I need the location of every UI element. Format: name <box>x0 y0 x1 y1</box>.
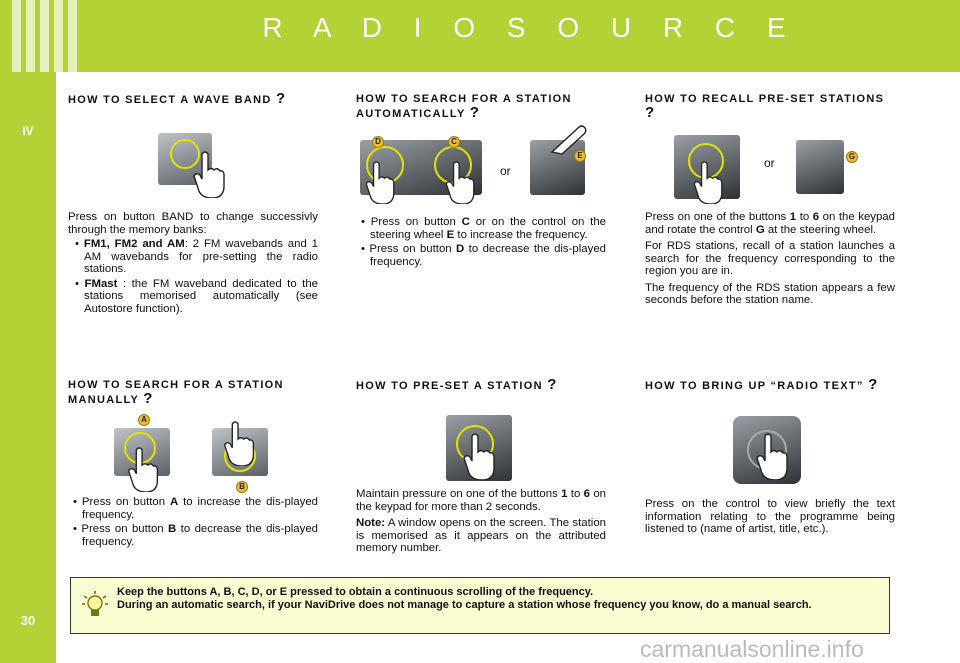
section-preset: How to pre-set a station ? <box>356 376 606 393</box>
auto-search-body: • Press on button C or on the control on… <box>356 214 606 268</box>
list-item: • Press on button A to increase the dis-… <box>73 496 319 521</box>
badge-a: A <box>138 414 150 426</box>
recall-body: Press on one of the buttons 1 to 6 on th… <box>645 211 895 307</box>
tip-text: Keep the buttons A, B, C, D, or E presse… <box>117 586 877 612</box>
or-label: or <box>764 156 775 170</box>
paragraph: Press on the control to view briefly the… <box>645 498 895 535</box>
badge-d: D <box>372 136 384 148</box>
hand-icon <box>550 125 587 155</box>
section-wave-band: How to select a wave band ? <box>68 90 318 107</box>
section-title: How to bring up “Radio Text” ? <box>645 376 879 393</box>
paragraph: For RDS stations, recall of a station la… <box>645 240 895 277</box>
list-item: • Press on button C or on the control on… <box>361 216 607 241</box>
preset-body: Maintain pressure on one of the buttons … <box>356 488 606 555</box>
header-stripe <box>12 0 21 72</box>
section-title: How to pre-set a station ? <box>356 376 558 393</box>
wave-band-intro: Press on button BAND to change successiv… <box>68 211 318 236</box>
paragraph: Note: A window opens on the screen. The … <box>356 517 606 554</box>
list-item: • Press on button D to decrease the dis-… <box>361 243 606 268</box>
side-rail: IV 30 <box>0 72 56 663</box>
auto-search-list: • Press on button C or on the control on… <box>356 216 606 268</box>
pointing-hand-icon <box>756 433 788 480</box>
wave-band-list: • FM1, FM2 and AM: 2 FM wavebands and 1 … <box>68 238 318 315</box>
header-stripe <box>54 0 63 72</box>
section-radio-text: How to bring up “Radio Text” ? <box>645 376 895 393</box>
wave-band-body: Press on button BAND to change successiv… <box>68 211 318 315</box>
or-label: or <box>500 164 511 178</box>
pointing-hand-icon <box>223 421 255 466</box>
tip-line: Keep the buttons A, B, C, D, or E presse… <box>117 586 594 598</box>
paragraph: Maintain pressure on one of the buttons … <box>356 488 606 513</box>
pointing-hand-icon <box>693 161 723 204</box>
badge-b: B <box>236 481 248 493</box>
header-stripe <box>26 0 35 72</box>
pointing-hand-icon <box>463 433 495 480</box>
list-item: • FM1, FM2 and AM: 2 FM wavebands and 1 … <box>75 238 318 275</box>
badge-e: E <box>574 150 586 162</box>
section-recall: How to recall pre-set stations ? <box>645 92 895 121</box>
lightbulb-icon <box>82 591 108 616</box>
manual-list: • Press on button A to increase the dis-… <box>68 496 318 548</box>
section-title: How to select a wave band ? <box>68 90 287 107</box>
pointing-hand-icon <box>193 151 225 198</box>
header-stripe <box>40 0 49 72</box>
section-title: How to search for a station manually ? <box>68 379 284 407</box>
pointing-hand-icon <box>365 161 395 204</box>
page-number: 30 <box>20 613 36 628</box>
watermark: carmanualsonline.info <box>640 636 864 662</box>
paragraph: The frequency of the RDS station appears… <box>645 281 895 307</box>
list-item: • FMast : the FM waveband dedicated to t… <box>75 277 319 315</box>
radio-text-body: Press on the control to view briefly the… <box>645 498 895 536</box>
paragraph: Press on one of the buttons 1 to 6 on th… <box>645 211 895 236</box>
pointing-hand-icon <box>445 161 475 204</box>
section-title: How to search for a station automaticall… <box>356 93 572 121</box>
section-title: How to recall pre-set stations ? <box>645 93 885 121</box>
section-auto-search: How to search for a station automaticall… <box>356 92 606 121</box>
chapter-label: IV <box>22 124 34 138</box>
badge-g: G <box>846 151 858 163</box>
list-item: • Press on button B to decrease the dis-… <box>73 523 318 548</box>
section-manual: How to search for a station manually ? <box>68 378 318 407</box>
header-stripe <box>68 0 77 72</box>
tip-line: During an automatic search, if your Navi… <box>117 599 812 611</box>
tip-box: Keep the buttons A, B, C, D, or E presse… <box>70 577 890 634</box>
steering-control-image <box>796 140 844 194</box>
manual-body: • Press on button A to increase the dis-… <box>68 494 318 548</box>
badge-c: C <box>448 136 460 148</box>
pointing-hand-icon <box>127 447 159 492</box>
header-band: R A D I O S O U R C E <box>0 0 960 72</box>
page-title: R A D I O S O U R C E <box>262 12 798 43</box>
